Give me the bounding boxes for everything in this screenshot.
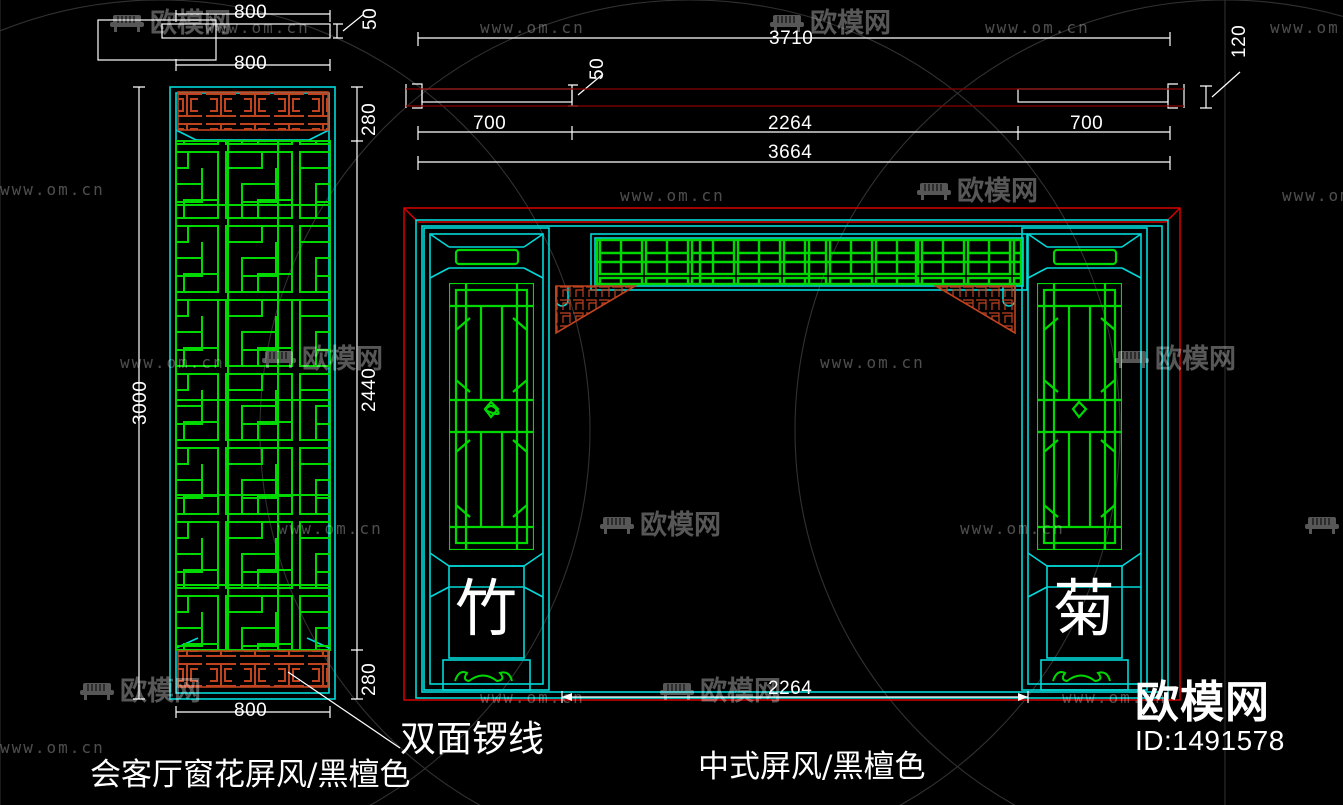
dim-main-bottom-span: 2264 bbox=[768, 678, 813, 699]
corner-bracket-right bbox=[933, 285, 1016, 335]
sofa-icon bbox=[1305, 517, 1339, 534]
dim-left-width-upper: 800 bbox=[234, 53, 268, 74]
watermark-url: www.om.cn bbox=[620, 186, 725, 205]
brand-id: ID:1491578 bbox=[1135, 725, 1285, 757]
caption-main-drawing: 中式屏风/黑檀色 bbox=[698, 749, 926, 785]
watermark-url: www.om.cn bbox=[0, 180, 105, 199]
dim-left-width-lower: 800 bbox=[234, 700, 268, 721]
dim-left-bottom-band: 280 bbox=[359, 662, 380, 696]
watermark-brand: 欧模网 bbox=[1115, 346, 1236, 373]
watermark-url: www.om.cn bbox=[1270, 18, 1343, 37]
sofa-icon bbox=[770, 15, 804, 32]
dim-main-left-wing: 700 bbox=[473, 113, 507, 134]
sofa-icon bbox=[262, 351, 296, 368]
dim-top-plan-width: 800 bbox=[234, 2, 268, 23]
brand-name: 欧模网 bbox=[1135, 677, 1270, 728]
sofa-icon bbox=[80, 683, 114, 700]
brand-watermark: 欧模网 ID:1491578 bbox=[1135, 677, 1285, 757]
watermark-brand-text: 欧模网 bbox=[700, 676, 781, 707]
watermark-url: www.om.cn bbox=[960, 519, 1065, 538]
left-elevation-dimensions bbox=[133, 86, 401, 749]
plan-reference-lines bbox=[406, 88, 1184, 107]
watermark-brand: 欧模网 bbox=[770, 10, 891, 37]
sofa-icon bbox=[660, 683, 694, 700]
watermark-brand-text: 欧模网 bbox=[302, 344, 383, 375]
watermark-brand-text: 欧模网 bbox=[120, 676, 201, 707]
left-column-lattice bbox=[449, 283, 534, 550]
watermark-brand: 欧模网 bbox=[262, 346, 383, 373]
dim-top-plan-thickness: 50 bbox=[360, 7, 381, 30]
dim-main-overall: 3710 bbox=[769, 28, 814, 49]
dim-main-plan-depth: 120 bbox=[1229, 24, 1250, 58]
main-plan-view bbox=[405, 32, 1241, 170]
watermark-brand-text: 欧模网 bbox=[640, 510, 721, 541]
watermark-url: www.om.cn bbox=[205, 18, 310, 37]
caption-left-drawing: 会客厅窗花屏风/黑檀色 bbox=[90, 757, 411, 793]
leader-note-double-side: 双面锣线 bbox=[400, 719, 545, 760]
watermark-brand: 欧模网 bbox=[80, 678, 201, 705]
watermark-url: www.om.cn bbox=[1062, 688, 1167, 707]
watermark-brand: 欧模网 bbox=[660, 678, 781, 705]
watermark-url: www.om.cn bbox=[480, 688, 585, 707]
watermark-url: www.om.cn bbox=[985, 18, 1090, 37]
panel-char-bamboo: 竹 bbox=[455, 572, 518, 645]
corner-bracket-left bbox=[555, 285, 638, 335]
watermark-brand: 欧模网 bbox=[110, 10, 231, 37]
main-elevation bbox=[403, 207, 1181, 703]
watermark-brand-text: 欧模网 bbox=[1155, 344, 1236, 375]
watermark-brand-text: 欧模网 bbox=[150, 8, 231, 39]
dim-left-total-height: 3000 bbox=[130, 380, 151, 425]
column-capital-bars bbox=[454, 248, 1118, 266]
dim-main-frame-total: 3664 bbox=[768, 142, 813, 163]
plinth-scroll-ornaments bbox=[454, 671, 1111, 683]
top-left-plan-view bbox=[97, 10, 365, 71]
watermark-brand-text: 欧模网 bbox=[810, 8, 891, 39]
transom-lattice bbox=[595, 238, 1023, 286]
watermark-url: www.om.cn bbox=[120, 353, 225, 372]
dim-main-right-wing: 700 bbox=[1070, 113, 1104, 134]
sofa-icon bbox=[917, 183, 951, 200]
watermark-brand: 欧模网 bbox=[1305, 512, 1343, 539]
sofa-icon bbox=[600, 517, 634, 534]
panel-char-chrysanthemum: 菊 bbox=[1053, 572, 1116, 645]
sofa-icon bbox=[110, 15, 144, 32]
right-column-lattice bbox=[1037, 283, 1122, 550]
left-elevation-lattice bbox=[175, 140, 331, 651]
dim-main-center-span: 2264 bbox=[768, 113, 813, 134]
sofa-icon bbox=[1115, 351, 1149, 368]
left-elevation-footer-fret bbox=[177, 650, 329, 688]
watermark-brand-text: 欧模网 bbox=[957, 176, 1038, 207]
watermark-url: www.om.cn bbox=[0, 738, 105, 757]
left-elevation-header-fret bbox=[177, 91, 329, 131]
watermark-brand: 欧模网 bbox=[600, 512, 721, 539]
watermark-brand: 欧模网 bbox=[917, 178, 1038, 205]
main-bottom-dimension bbox=[561, 691, 1029, 703]
dim-main-plan-thickness: 50 bbox=[587, 57, 608, 80]
watermark-url: www.om.cn bbox=[820, 353, 925, 372]
watermark-url: www.om.cn bbox=[480, 18, 585, 37]
dim-left-top-band: 280 bbox=[359, 102, 380, 136]
left-elevation bbox=[133, 86, 401, 749]
watermark-url: www.om.cn bbox=[1282, 186, 1343, 205]
watermark-url: www.om.cn bbox=[278, 519, 383, 538]
